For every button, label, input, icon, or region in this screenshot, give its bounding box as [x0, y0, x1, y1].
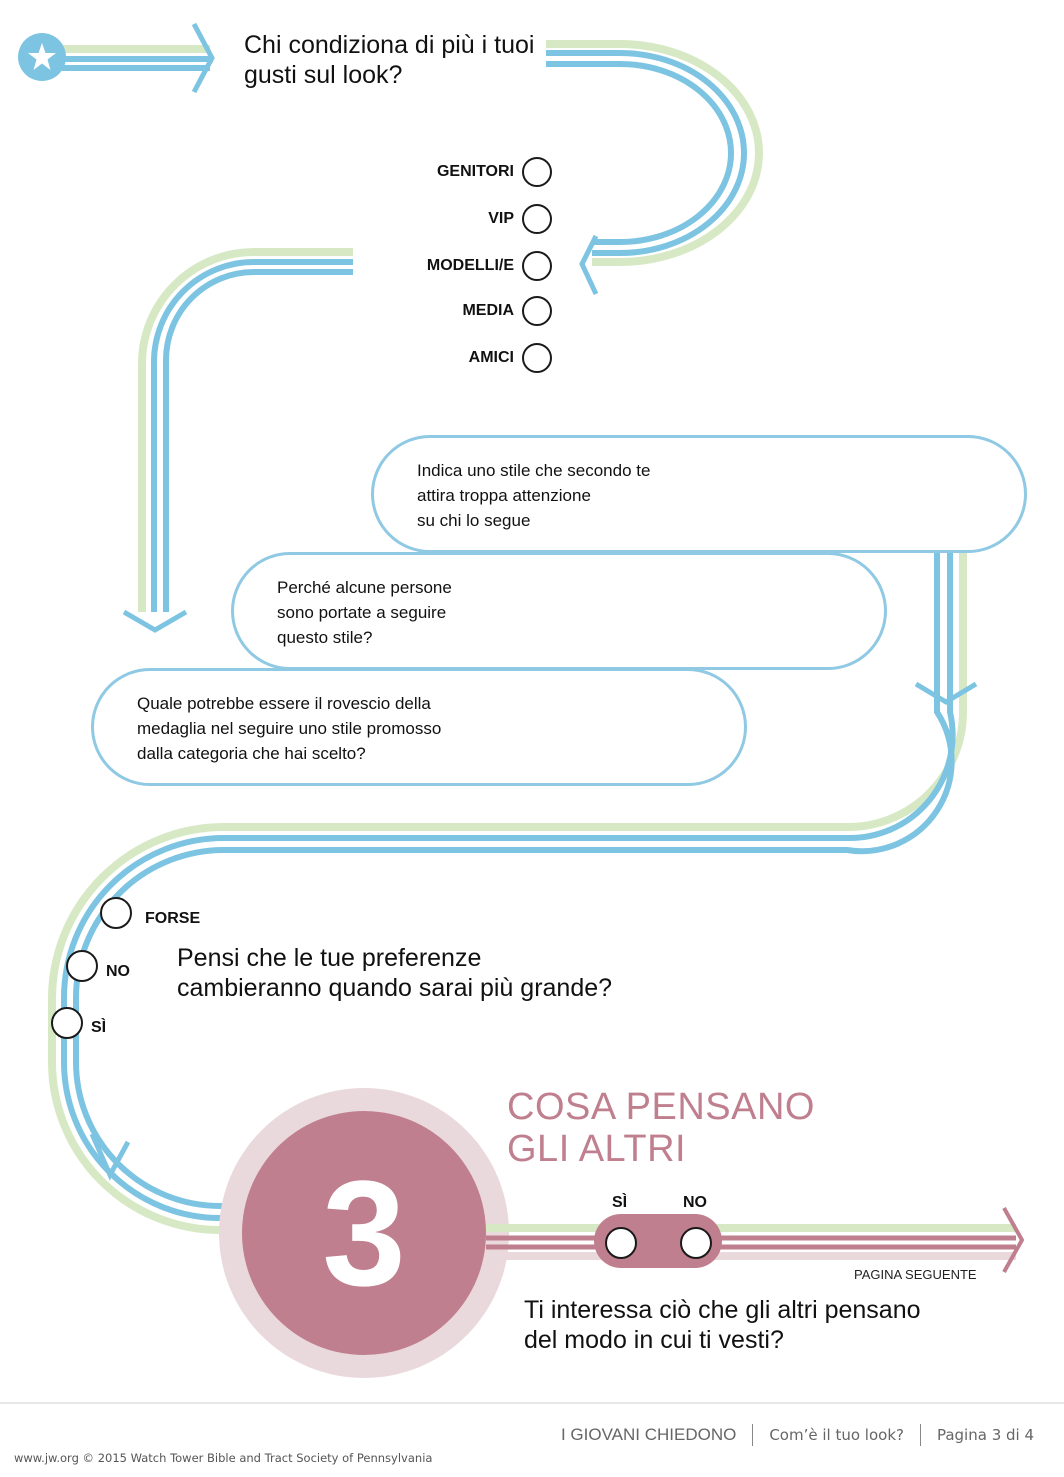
footer-separator-1 [752, 1424, 754, 1446]
question-3-line1: Ti interessa ciò che gli altri pensano [524, 1296, 921, 1324]
footer-nav: I GIOVANI CHIEDONO Com’è il tuo look? Pa… [561, 1424, 1034, 1446]
start-arrow [62, 22, 215, 94]
answer-radio-no[interactable] [66, 950, 98, 982]
question-3-line2: del modo in cui ti vesti? [524, 1326, 784, 1354]
option-radio-media[interactable] [522, 296, 552, 326]
question-1: Chi condiziona di più i tuoi gusti sul l… [244, 30, 534, 90]
question-1-line2: gusti sul look? [244, 61, 403, 89]
section-circle [219, 1088, 509, 1378]
prompt-text-1: Indica uno stile che secondo te attira t… [417, 461, 651, 530]
section-title-line1: COSA PENSANO [507, 1086, 815, 1128]
footer-series: I GIOVANI CHIEDONO [560, 1425, 737, 1444]
footer-topic: Com’è il tuo look? [769, 1426, 904, 1444]
option-radio-amici[interactable] [522, 343, 552, 373]
question-2-line2: cambieranno quando sarai più grande? [177, 974, 613, 1002]
option-label-media: MEDIA [462, 302, 514, 319]
prompt-box-3[interactable]: Quale potrebbe essere il rovescio della … [91, 668, 747, 786]
no-label: NO [683, 1194, 707, 1211]
prompt-text-2: Perché alcune persone sono portate a seg… [277, 578, 452, 647]
track-left [122, 248, 353, 633]
footer-separator-2 [919, 1424, 921, 1446]
question-2: Pensi che le tue preferenze cambieranno … [177, 943, 612, 1003]
prompt-box-1[interactable]: Indica uno stile che secondo te attira t… [371, 435, 1027, 553]
option-radio-genitori[interactable] [522, 157, 552, 187]
question-3: Ti interessa ciò che gli altri pensano d… [524, 1295, 921, 1355]
option-label-modelli: MODELLI/E [426, 257, 514, 274]
answer-radio-si[interactable] [51, 1007, 83, 1039]
track-s-curve [48, 552, 978, 1234]
footer-page: Pagina 3 di 4 [936, 1426, 1034, 1444]
section-title: COSA PENSANO GLI ALTRI [507, 1086, 815, 1170]
section-number: 3 [322, 1149, 406, 1317]
option-label-genitori: GENITORI [436, 163, 514, 180]
star-icon [18, 33, 66, 81]
option-radio-vip[interactable] [522, 204, 552, 234]
option-label-vip: VIP [488, 210, 514, 227]
no-radio[interactable] [680, 1227, 712, 1259]
question-1-line1: Chi condiziona di più i tuoi [244, 31, 535, 59]
yes-radio[interactable] [605, 1227, 637, 1259]
answer-label-si: SÌ [91, 1019, 107, 1036]
option-label-amici: AMICI [468, 349, 514, 366]
answer-label-no: NO [106, 963, 130, 980]
section-title-line2: GLI ALTRI [507, 1128, 687, 1170]
next-page-link[interactable]: PAGINA SEGUENTE [854, 1267, 977, 1282]
prompt-box-2[interactable]: Perché alcune persone sono portate a seg… [231, 552, 887, 670]
answer-radio-forse[interactable] [100, 897, 132, 929]
yes-label: SÌ [612, 1194, 628, 1211]
track-bottom [486, 1207, 1025, 1273]
answer-label-forse: FORSE [145, 910, 201, 927]
track-top-uturn [546, 40, 763, 296]
prompt-text-3: Quale potrebbe essere il rovescio della … [137, 694, 442, 763]
footer-copyright: www.jw.org © 2015 Watch Tower Bible and … [14, 1451, 433, 1465]
option-radio-modelli[interactable] [522, 251, 552, 281]
question-2-line1: Pensi che le tue preferenze [177, 944, 482, 972]
